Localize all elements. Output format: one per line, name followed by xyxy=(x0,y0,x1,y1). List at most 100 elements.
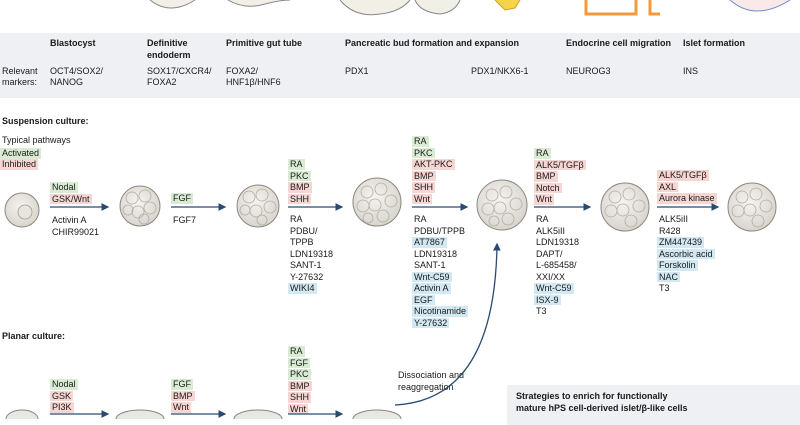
marker-primitive-gut-tube: FOXA2/ HNF1β/HNF6 xyxy=(226,66,281,87)
tag-wiki4: WIKI4 xyxy=(288,283,317,294)
tag-ra: RA xyxy=(536,214,549,224)
planar-dish-2 xyxy=(233,409,283,419)
tag-y-27632: Y-27632 xyxy=(290,271,324,282)
spheroid-3 xyxy=(352,177,402,227)
spheroid-6 xyxy=(727,182,777,232)
tag-nac: NAC xyxy=(657,271,681,282)
tag-egf: EGF xyxy=(412,294,435,305)
tag-ldn19318: LDN19318 xyxy=(536,237,580,247)
tag-ra: RA xyxy=(534,148,551,159)
migration-illustration xyxy=(584,0,660,16)
tag-fgf: FGF xyxy=(288,357,310,368)
tag-fgf: FGF xyxy=(171,379,193,390)
spheroid-2 xyxy=(236,184,280,228)
tag-notch: Notch xyxy=(534,182,562,193)
tag-activin-a: Activin A xyxy=(52,215,87,225)
tag-axl: AXL xyxy=(657,181,679,192)
tag-wnt-c59: Wnt-C59 xyxy=(412,271,452,282)
tag-pdbu-: PDBU/ xyxy=(290,225,318,236)
tag-t3: T3 xyxy=(536,306,547,316)
dissociation-arrow xyxy=(394,242,501,406)
tag-t3: T3 xyxy=(659,283,670,293)
planar-dish-3 xyxy=(352,409,402,419)
stage-title-blastocyst: Blastocyst xyxy=(50,38,96,48)
tag-wnt: Wnt xyxy=(534,194,555,205)
tag-fgf7: FGF7 xyxy=(173,215,197,225)
tag-akt-pkc: AKT-PKC xyxy=(412,159,455,170)
tag-pdbu-tppb: PDBU/TPPB xyxy=(414,225,466,236)
tag-alk5iii: ALK5iII xyxy=(659,214,689,224)
marker-bud-expansion: PDX1/NKX6-1 xyxy=(471,66,529,76)
stage-title-definitive-endoderm: Definitive endoderm xyxy=(147,38,191,60)
relevant-markers-label: Relevant markers: xyxy=(2,66,38,87)
tag-bmp: BMP xyxy=(288,380,312,391)
tag-chir99021: CHIR99021 xyxy=(52,226,100,237)
suspension-culture-title: Suspension culture: xyxy=(2,116,89,126)
planar-dish-1 xyxy=(115,409,165,419)
tag-pkc: PKC xyxy=(288,170,311,181)
tag-wnt: Wnt xyxy=(412,193,433,204)
stage-title-endocrine-migration: Endocrine cell migration xyxy=(566,38,672,48)
gut-tube-illustration xyxy=(227,0,291,7)
planar-culture-title: Planar culture: xyxy=(2,331,66,341)
tag-ldn19318: LDN19318 xyxy=(290,248,334,259)
tag-ra: RA xyxy=(288,346,305,357)
tag-zm447439: ZM447439 xyxy=(657,237,705,248)
tag-l-685458-: L-685458/ xyxy=(536,260,577,270)
tag-sant-1: SANT-1 xyxy=(414,260,446,270)
legend-inhibited: Inhibited xyxy=(0,159,39,170)
tag-isx-9: ISX-9 xyxy=(534,294,561,305)
tag-pi3k: PI3K xyxy=(50,402,74,413)
strategy-box xyxy=(507,385,800,425)
legend-activated: Activated xyxy=(0,148,42,159)
tag-shh: SHH xyxy=(412,182,436,193)
tag-wnt-c59: Wnt-C59 xyxy=(534,283,574,294)
marker-pancreatic-bud: PDX1 xyxy=(345,66,369,76)
tag-gsk: GSK xyxy=(50,390,74,401)
strategy-text: Strategies to enrich for functionally ma… xyxy=(516,391,688,413)
tag-ldn19318: LDN19318 xyxy=(414,248,458,259)
tag-shh: SHH xyxy=(288,193,312,204)
tag-activin-a: Activin A xyxy=(412,283,451,294)
pancreatic-bud-illustration xyxy=(339,0,411,16)
tag-shh: SHH xyxy=(288,392,312,403)
tag-bmp: BMP xyxy=(412,170,436,181)
tag-forskolin: Forskolin xyxy=(657,260,698,271)
bud-expansion-illustration xyxy=(414,0,461,15)
stage-title-primitive-gut-tube: Primitive gut tube xyxy=(226,38,303,48)
tag-fgf: FGF xyxy=(171,193,193,204)
tag-ra: RA xyxy=(290,214,303,224)
marker-endocrine-migration: NEUROG3 xyxy=(566,66,611,76)
tag-pkc: PKC xyxy=(412,147,435,158)
tag-nodal: Nodal xyxy=(50,182,78,193)
tag-alk5iii: ALK5iII xyxy=(536,225,566,236)
stage-title-islet-formation: Islet formation xyxy=(683,38,746,48)
blastocyst-illustration xyxy=(149,0,196,9)
tag-bmp: BMP xyxy=(288,182,312,193)
tag-alk5-tgf-: ALK5/TGFβ xyxy=(657,170,709,181)
tag-gsk-wnt: GSK/Wnt xyxy=(50,193,92,204)
tag-wnt: Wnt xyxy=(171,402,192,413)
planar-cell xyxy=(5,409,39,419)
marker-islet-formation: INS xyxy=(683,66,699,76)
endocrine-cells-illustration xyxy=(494,0,521,11)
stage-band xyxy=(0,33,800,98)
tag-sant-1: SANT-1 xyxy=(290,260,322,270)
dissociation-label: Dissociation and reaggregation xyxy=(398,370,465,392)
tag-xxi-xx: XXI/XX xyxy=(536,271,566,282)
susp-step2-pathways: FGF xyxy=(171,193,193,204)
spheroid-5 xyxy=(600,182,650,232)
marker-blastocyst: OCT4/SOX2/ NANOG xyxy=(50,66,104,87)
tag-ra: RA xyxy=(414,214,427,224)
tag-dapt-: DAPT/ xyxy=(536,248,563,259)
